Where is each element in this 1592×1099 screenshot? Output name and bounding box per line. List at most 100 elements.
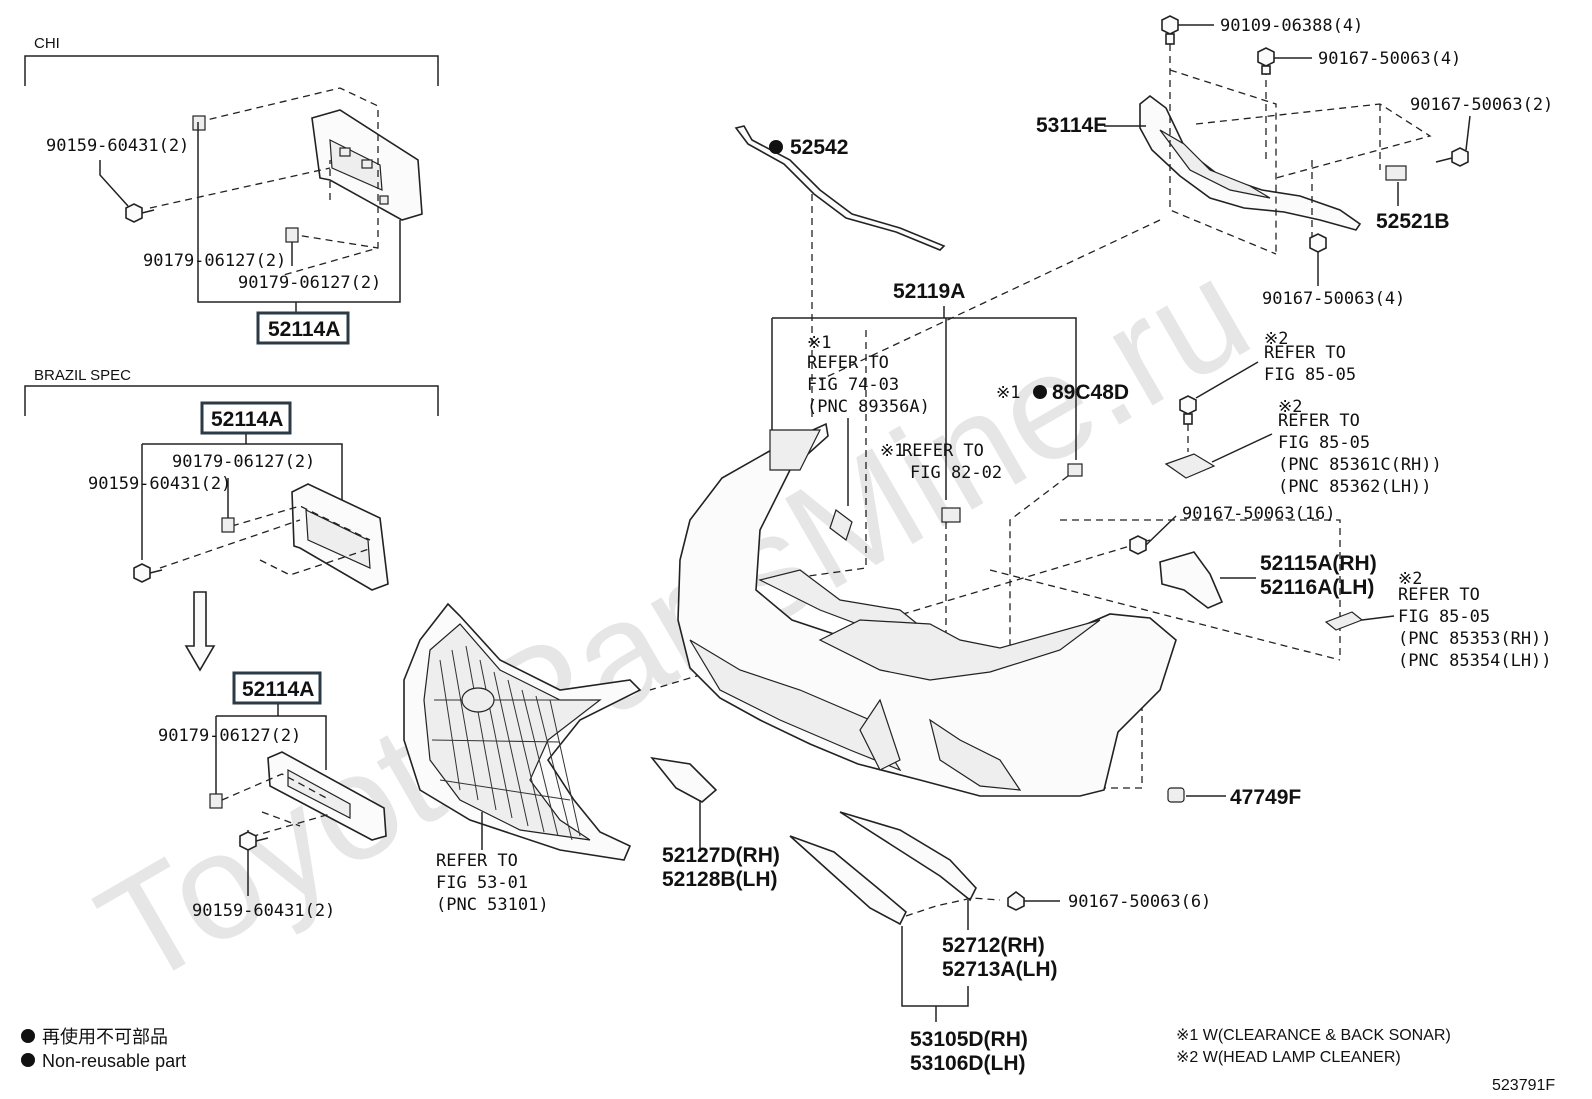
screw-90167-50063-6 <box>1007 891 1060 911</box>
callout-ref-85c-line2: FIG 85-05 <box>1398 607 1490 627</box>
callout-52127d: 52127D(RH) <box>662 844 780 867</box>
retainer-89c48d-part <box>1067 463 1083 477</box>
callout-ref-74-line2: FIG 74-03 <box>807 375 899 395</box>
callout-ref-85b-line4: (PNC 85362(LH)) <box>1278 477 1432 497</box>
sensor-retainer-part <box>941 507 961 523</box>
callout-89c48d: 89C48D <box>1052 381 1129 404</box>
callout-53106d: 53106D(LH) <box>910 1052 1026 1075</box>
callout-53114e: 53114E <box>1036 114 1107 137</box>
callout-90179-06127-chi-b: 90179-06127(2) <box>238 273 381 293</box>
note-mark-1a: ※1 <box>807 333 831 353</box>
sonar-bracket-part <box>829 509 853 541</box>
seal-52542 <box>734 125 946 251</box>
legend-dot-en <box>21 1053 35 1067</box>
emblem-mount <box>461 687 495 713</box>
callout-90167-50063-2: 90167-50063(2) <box>1410 95 1553 115</box>
screw-90159-brazil-b <box>239 831 269 851</box>
chi-section-bracket <box>24 55 439 86</box>
callout-52712: 52712(RH) <box>942 934 1045 957</box>
grille-mesh <box>431 645 590 841</box>
bolt-90167-50063-4a <box>1257 47 1312 75</box>
callout-90109-06388: 90109-06388(4) <box>1220 16 1363 36</box>
figure-id: 523791F <box>1492 1077 1555 1094</box>
license-plate-bracket-chi <box>311 109 423 221</box>
callout-52128b: 52128B(LH) <box>662 868 778 891</box>
callout-ref-85b-line2: FIG 85-05 <box>1278 433 1370 453</box>
bumper-molding-upper <box>839 811 977 902</box>
callout-90179-06127-brazil-a: 90179-06127(2) <box>172 452 315 472</box>
brazil-section: BRAZIL SPEC 52114A 90179-06127(2) 90159-… <box>24 367 439 921</box>
callout-47749f: 47749F <box>1230 786 1301 809</box>
note-mark-2a: ※2 <box>1264 329 1288 349</box>
note-mark-1c: ※1 <box>996 383 1020 403</box>
screw-90167-50063-16 <box>1129 515 1177 555</box>
bolt-90167-50063-4b <box>1309 233 1327 286</box>
callout-52521b: 52521B <box>1376 210 1450 233</box>
callout-90167-50063-4a: 90167-50063(4) <box>1318 49 1461 69</box>
right-section: 53114E 90109-06388(4) 90167-50063(4) 901… <box>1036 15 1553 671</box>
callout-52119a: 52119A <box>893 280 965 303</box>
screw-90159-brazil-a <box>133 563 163 583</box>
chi-section: CHI 90159-60431(2) 90179-06127(2) 901 <box>24 35 439 345</box>
note-mark-2b: ※2 <box>1278 397 1302 417</box>
brazil-section-bracket <box>24 385 439 416</box>
part-box-52114a-brazil-a <box>200 401 292 435</box>
callout-ref-85a-line2: FIG 85-05 <box>1264 365 1356 385</box>
callout-52114a-brazil-b: 52114A <box>242 678 314 701</box>
callout-ref-85c-line1: REFER TO <box>1398 585 1480 605</box>
callout-90179-06127-chi-a: 90179-06127(2) <box>143 251 286 271</box>
callout-90159-60431-brazil-a: 90159-60431(2) <box>88 474 231 494</box>
chi-section-label: CHI <box>34 35 60 52</box>
callout-ref-85b-line1: REFER TO <box>1278 411 1360 431</box>
legend-en: Non-reusable part <box>42 1051 186 1071</box>
bolt-90109-06388 <box>1161 15 1214 45</box>
towing-eye-cover <box>650 756 718 803</box>
down-arrow-icon <box>184 591 216 672</box>
callout-90167-50063-6: 90167-50063(6) <box>1068 892 1211 912</box>
part-box-52114a-chi <box>256 311 350 345</box>
callout-52115a: 52115A(RH) <box>1260 552 1377 575</box>
bumper-reinforcement-53114e <box>1139 94 1362 231</box>
brazil-section-label: BRAZIL SPEC <box>34 367 131 384</box>
legend-dot-jp <box>21 1029 35 1043</box>
callout-ref-74-line3: (PNC 89356A) <box>807 397 930 417</box>
callout-90167-50063-16: 90167-50063(16) <box>1182 504 1336 524</box>
footnote-2: ※2 W(HEAD LAMP CLEANER) <box>1176 1049 1401 1066</box>
legend: 再使用不可部品 Non-reusable part <box>21 1027 186 1071</box>
license-plate-bracket-brazil-b <box>267 751 387 841</box>
callout-52114a-chi: 52114A <box>268 318 340 341</box>
callout-ref-85b-line3: (PNC 85361C(RH)) <box>1278 455 1442 475</box>
callout-52542: 52542 <box>790 136 848 159</box>
callout-90179-06127-brazil-b: 90179-06127(2) <box>158 726 301 746</box>
callout-90159-60431-brazil-b: 90159-60431(2) <box>192 901 335 921</box>
clip-90179-brazil-a <box>221 517 235 533</box>
callout-90159-60431-chi: 90159-60431(2) <box>46 136 189 156</box>
bumper-molding-lower <box>789 835 907 926</box>
callout-ref-53-line2: FIG 53-01 <box>436 873 528 893</box>
callout-ref-53-line1: REFER TO <box>436 851 518 871</box>
callout-52116a: 52116A(LH) <box>1260 576 1374 599</box>
footnotes: ※1 W(CLEARANCE & BACK SONAR) ※2 W(HEAD L… <box>1176 1027 1555 1094</box>
clip-90179-chi-b <box>285 227 299 243</box>
bumper-side-retainer <box>1159 551 1224 609</box>
headlamp-cleaner-bracket <box>1164 453 1216 479</box>
callout-ref-53-line3: (PNC 53101) <box>436 895 549 915</box>
non-reusable-dot-52542 <box>769 140 783 154</box>
part-box-52114a-brazil-b <box>232 671 322 705</box>
callout-ref-85c-line4: (PNC 85354(LH)) <box>1398 651 1552 671</box>
callout-52114a-brazil-a: 52114A <box>211 408 283 431</box>
bracket-52521b <box>1385 165 1407 181</box>
headlamp-cleaner-cover <box>1324 611 1364 631</box>
callout-52713a: 52713A(LH) <box>942 958 1058 981</box>
license-plate-bracket-brazil-a <box>291 483 389 591</box>
legend-jp: 再使用不可部品 <box>42 1027 168 1047</box>
center-section: 52542 52119A ※1 REFER TO FIG 74-03 (PNC … <box>403 125 1341 1075</box>
callout-ref-85a-line1: REFER TO <box>1264 343 1346 363</box>
callout-ref-82-line2: FIG 82-02 <box>910 463 1002 483</box>
bolt-headlamp-cleaner <box>1179 395 1197 425</box>
front-bumper-cover <box>677 422 1177 797</box>
clip-90179-chi-a <box>192 115 206 131</box>
callout-ref-82-line1: REFER TO <box>902 441 984 461</box>
non-reusable-dot-89c48d <box>1033 385 1047 399</box>
